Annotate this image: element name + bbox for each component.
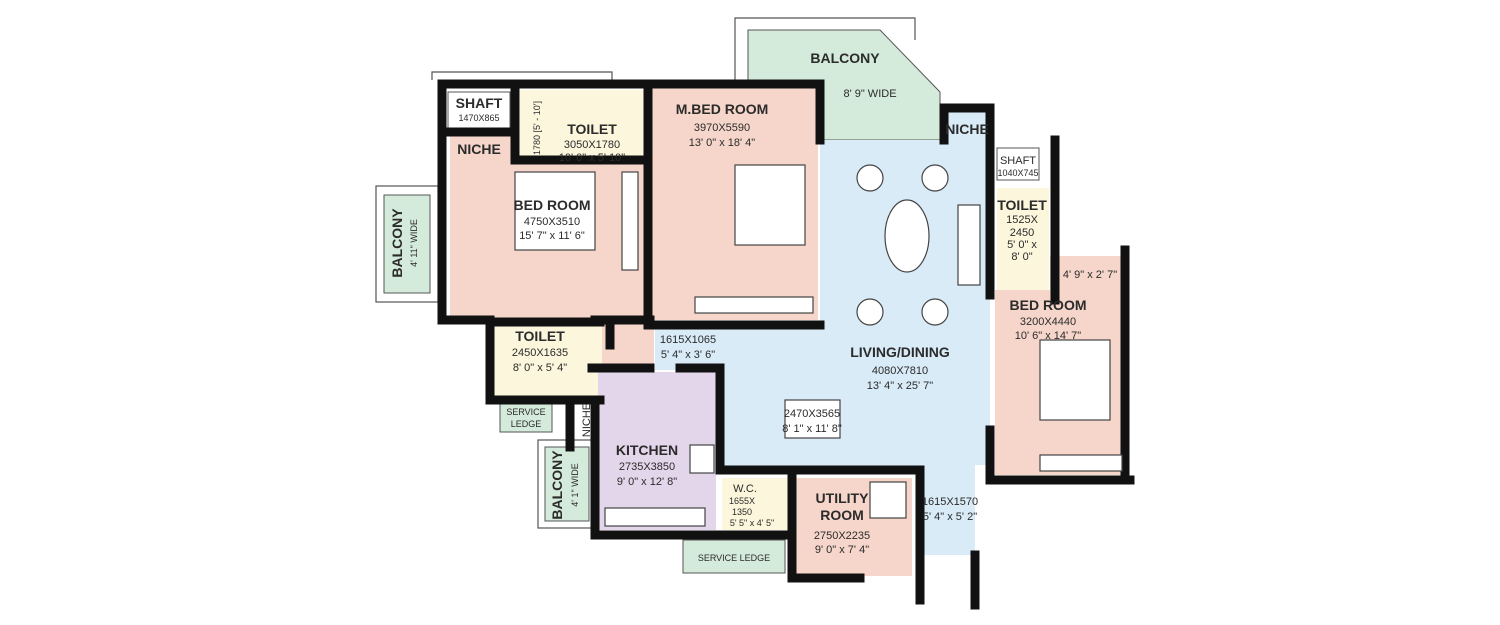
wardrobe-right: [1039, 454, 1123, 472]
niche-top-fill: [945, 112, 990, 142]
shaft-left-fill: [447, 91, 511, 129]
shaft-right-dim: 1040X745: [997, 168, 1038, 178]
bedroom-right-label: BED ROOM: [1010, 297, 1087, 313]
toilet-top-dim-mm: 3050X1780: [564, 139, 620, 151]
utility-label-2: ROOM: [820, 507, 864, 523]
toilet-top-side-dim: 1780 [5' - 10']: [532, 101, 542, 155]
dining-dim-ft: 8' 1" x 11' 8": [782, 423, 842, 435]
wardrobe-left: [621, 171, 639, 271]
living-dining-label: LIVING/DINING: [850, 344, 950, 360]
dining-dim-mm: 2470X3565: [784, 408, 840, 420]
toilet-mid-dim-ft: 8' 0" x 5' 4": [513, 362, 567, 374]
wc-dim-ft: 5' 5" x 4' 5": [730, 518, 774, 528]
bed-master: [734, 164, 806, 246]
toilet-right-dim-ft-2: 8' 0": [1011, 251, 1032, 263]
foyer-dim-ft: 5' 4" x 3' 6": [661, 349, 715, 361]
wc-label: W.C.: [733, 483, 757, 495]
kitchen-counter: [604, 507, 706, 527]
toilet-right-label: TOILET: [997, 197, 1047, 213]
bed-left: [514, 171, 596, 251]
entry-dim-ft: 5' 4" x 5' 2": [923, 511, 977, 523]
bed-right: [1039, 339, 1111, 421]
toilet-mid-dim-mm: 2450X1635: [512, 347, 568, 359]
bedroom-left-dim-mm: 4750X3510: [524, 216, 580, 228]
bedroom-left-dim-ft: 15' 7" x 11' 6": [519, 230, 585, 242]
toilet-top-label: TOILET: [567, 121, 617, 137]
kitchen-dim-ft: 9' 0" x 12' 8": [617, 476, 677, 488]
shaft-right-label: SHAFT: [1000, 155, 1036, 167]
bedroom-left-label: BED ROOM: [514, 197, 591, 213]
niche-top-label: NICHE: [945, 121, 989, 137]
walls: [437, 79, 1135, 610]
dining-table-oval: [884, 199, 930, 273]
master-bedroom-label: M.BED ROOM: [676, 101, 769, 117]
room-fills: [383, 29, 1125, 576]
toilet-right-fill: [997, 188, 1049, 290]
wardrobe-master: [694, 296, 814, 314]
balcony-top-width: 8' 9" WIDE: [843, 88, 896, 100]
kitchen-dim-mm: 2735X3850: [619, 461, 675, 473]
sofa: [957, 204, 981, 286]
wc-dim-mm-2: 1350: [732, 507, 752, 517]
balcony-top-label: BALCONY: [810, 50, 880, 66]
service-ledge-left-label-2: LEDGE: [511, 419, 542, 429]
toilet-mid-label: TOILET: [515, 328, 565, 344]
kitchen-stove: [689, 444, 715, 474]
armchair: [921, 164, 949, 192]
bedroom-right-dim-mm: 3200X4440: [1020, 316, 1076, 328]
armchair: [856, 164, 884, 192]
kitchen-label: KITCHEN: [616, 442, 678, 458]
toilet-top-fill: [520, 90, 648, 158]
toilet-right-dim-mm-2: 2450: [1010, 227, 1034, 239]
service-ledge-left-label-1: SERVICE: [506, 407, 545, 417]
balcony-kitchen-width: 4' 1" WIDE: [570, 463, 580, 506]
shaft-left-label: SHAFT: [456, 95, 503, 111]
service-ledge-bottom-fill: [682, 539, 786, 574]
balcony-left-label: BALCONY: [389, 208, 405, 278]
armchair: [921, 298, 949, 326]
shaft-left-dim: 1470X865: [458, 113, 499, 123]
utility-dim-mm: 2750X2235: [814, 530, 870, 542]
armchair: [856, 298, 884, 326]
toilet-mid-fill: [492, 325, 602, 397]
bedroom-right-ledge-dim: 4' 9" x 2' 7": [1063, 269, 1117, 281]
master-bedroom-dim-mm: 3970X5590: [694, 122, 750, 134]
master-bedroom-dim-ft: 13' 0" x 18' 4": [689, 137, 756, 149]
balcony-left-fill: [383, 194, 431, 294]
utility-sink: [869, 481, 907, 519]
living-dining-dim-mm: 4080X7810: [872, 365, 928, 377]
dining-table: [784, 399, 841, 439]
niche-left-label: NICHE: [457, 141, 501, 157]
utility-dim-ft: 9' 0" x 7' 4": [815, 544, 869, 556]
service-ledge-bottom-label: SERVICE LEDGE: [698, 553, 770, 563]
toilet-top-dim-ft: 10' 0" x 5' 10": [559, 152, 626, 164]
balcony-kitchen-label: BALCONY: [549, 450, 565, 520]
wc-fill: [722, 478, 792, 530]
living-dining-dim-ft: 13' 4" x 25' 7": [867, 380, 934, 392]
niche-kitchen-label: NICHE: [581, 403, 593, 437]
balcony-left-width: 4' 11" WIDE: [409, 219, 419, 267]
shaft-right-fill: [996, 147, 1040, 181]
service-ledge-left-fill: [499, 401, 553, 433]
wc-dim-mm-1: 1655X: [729, 496, 755, 506]
labels: SHAFT 1470X865 1780 [5' - 10'] TOILET 30…: [389, 50, 1117, 563]
furniture: [514, 164, 1123, 527]
foyer-dim-mm: 1615X1065: [660, 334, 716, 346]
toilet-right-dim-ft-1: 5' 0" x: [1007, 239, 1037, 251]
utility-label-1: UTILITY: [816, 490, 870, 506]
entry-dim-mm: 1615X1570: [922, 496, 978, 508]
bedroom-right-dim-ft: 10' 6" x 14' 7": [1015, 330, 1082, 342]
toilet-right-dim-mm-1: 1525X: [1006, 214, 1038, 226]
